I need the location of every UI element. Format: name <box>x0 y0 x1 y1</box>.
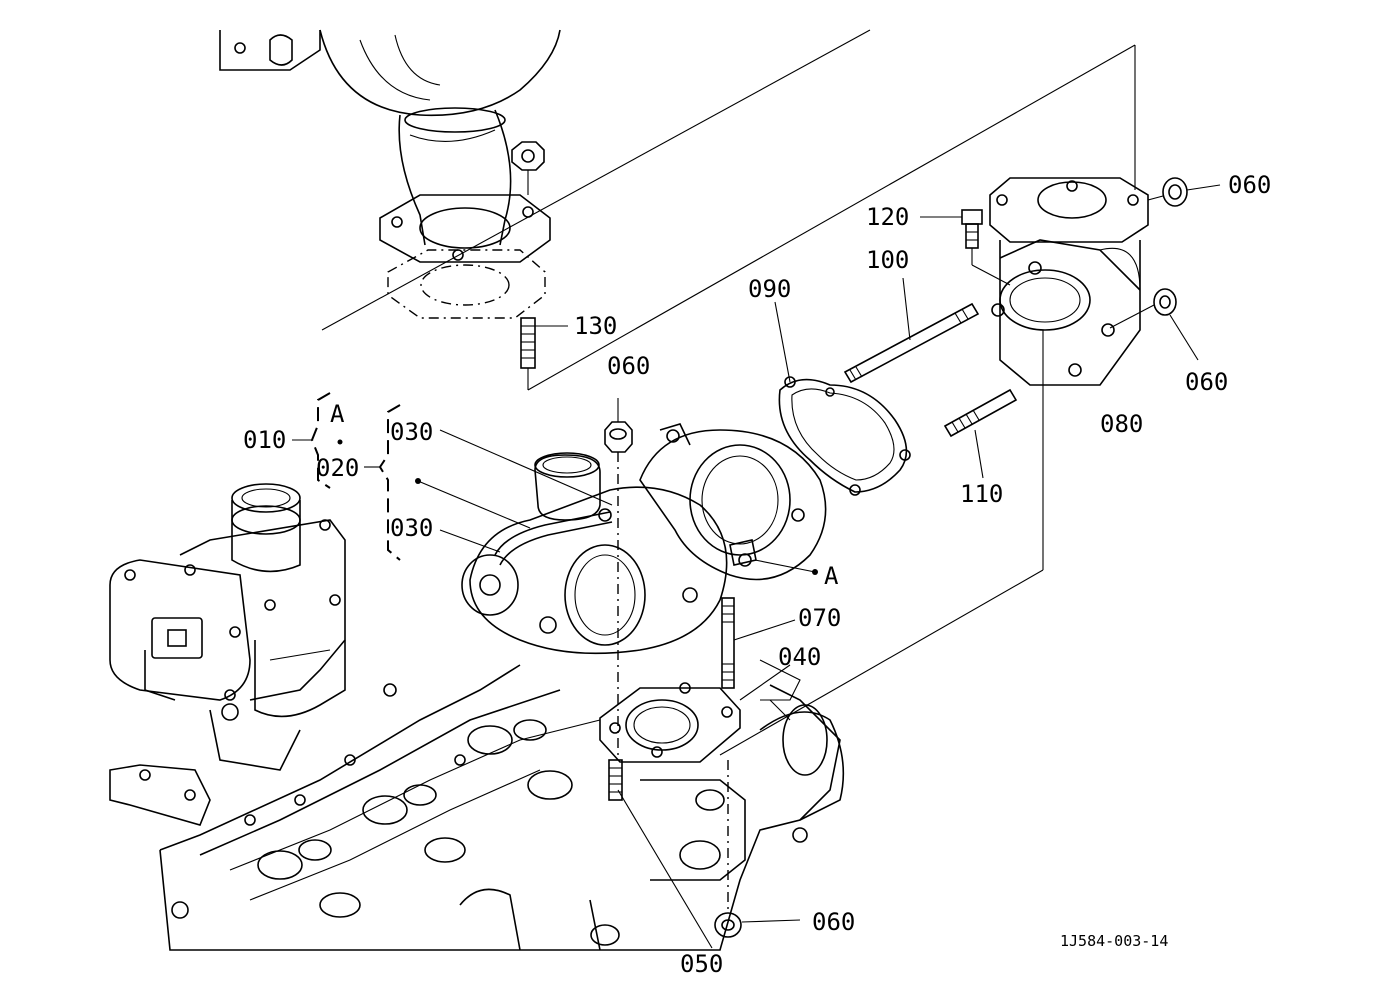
label-080: 080 <box>1100 410 1143 438</box>
label-130: 130 <box>574 312 617 340</box>
label-100: 100 <box>866 246 909 274</box>
stud-130 <box>520 317 568 390</box>
gasket-090 <box>774 301 911 496</box>
leader-lines <box>337 429 818 575</box>
label-050: 050 <box>680 950 723 978</box>
label-060-center: 060 <box>607 352 650 380</box>
nut-060-center <box>604 398 633 760</box>
label-a-ref: A <box>824 562 839 590</box>
label-040: 040 <box>778 643 821 671</box>
nut-060-bottom <box>714 760 801 938</box>
label-090: 090 <box>748 275 791 303</box>
label-a-top: A <box>330 400 345 428</box>
gasket-040 <box>599 664 791 763</box>
label-070: 070 <box>798 604 841 632</box>
flange-nut <box>511 141 545 195</box>
nut-060-top-right <box>1147 177 1221 207</box>
label-010: 010 <box>243 426 286 454</box>
stud-100 <box>843 277 980 384</box>
label-060-top-right: 060 <box>1228 171 1271 199</box>
bracket-010-020 <box>292 392 401 561</box>
turbocharger-body <box>461 423 827 655</box>
label-030-lower: 030 <box>390 514 433 542</box>
stud-070 <box>721 597 796 689</box>
stud-110 <box>943 388 1018 479</box>
label-110: 110 <box>960 480 1003 508</box>
cylinder-head <box>109 659 845 951</box>
egr-valve-assembly <box>109 483 346 771</box>
assembly-frame-lines <box>321 29 1136 756</box>
stud-050 <box>608 759 713 949</box>
label-060-right: 060 <box>1185 368 1228 396</box>
exhaust-pipe-assembly <box>219 29 561 319</box>
figure-id: 1J584-003-14 <box>1060 932 1168 950</box>
nut-060-right <box>1109 288 1199 361</box>
exhaust-elbow-080 <box>989 177 1149 386</box>
label-030-upper: 030 <box>390 418 433 446</box>
label-120: 120 <box>866 203 909 231</box>
bolt-120 <box>920 209 1011 286</box>
label-020: 020 <box>316 454 359 482</box>
label-060-bottom: 060 <box>812 908 855 936</box>
